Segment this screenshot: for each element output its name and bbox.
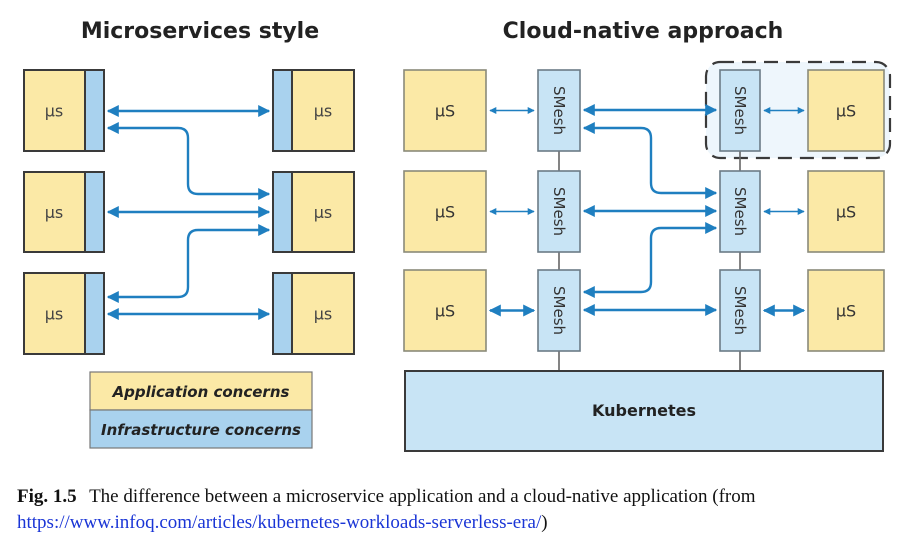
source-link[interactable]: https://www.infoq.com/articles/kubernete… xyxy=(17,512,542,533)
service-box-left xyxy=(403,170,487,253)
service-box-left xyxy=(403,269,487,352)
infrastructure-block xyxy=(84,272,105,355)
service-mesh-label: SMesh xyxy=(550,286,568,335)
service-label: μS xyxy=(435,302,455,321)
connection-arrow xyxy=(582,222,718,298)
row-3: μS SMesh SMesh μS xyxy=(403,269,885,352)
service-box-right xyxy=(807,170,885,253)
left-panel-title: Microservices style xyxy=(81,19,319,44)
mesh-connections xyxy=(582,104,718,316)
service-label: μs xyxy=(314,203,333,222)
service-mesh-label: SMesh xyxy=(731,187,749,236)
legend: Application concerns Infrastructure conc… xyxy=(89,371,313,449)
caption-suffix: ) xyxy=(541,512,548,533)
service-mesh-label: SMesh xyxy=(731,286,749,335)
service-label: μS xyxy=(836,203,856,222)
application-block xyxy=(291,69,355,152)
infrastructure-block xyxy=(272,171,293,253)
service-label: μs xyxy=(314,102,333,121)
legend-swatch-infrastructure xyxy=(89,409,313,449)
service-label: μs xyxy=(45,203,64,222)
kubernetes-block xyxy=(404,370,884,452)
service-label: μs xyxy=(45,305,64,324)
service-mesh-label: SMesh xyxy=(550,86,568,135)
figure-label: Fig. 1.5 xyxy=(17,486,77,507)
service-label: μS xyxy=(836,302,856,321)
connections xyxy=(106,105,271,320)
legend-swatch-application xyxy=(89,371,313,411)
service-box-left xyxy=(403,69,487,152)
diagram: Microservices style Cloud-native approac… xyxy=(23,19,892,452)
connection-arrow xyxy=(582,122,718,199)
legend-label-application: Application concerns xyxy=(112,383,290,401)
service-left-3: μs xyxy=(23,272,105,355)
service-mesh-label: SMesh xyxy=(550,187,568,236)
service-mesh-sidecar-left xyxy=(537,269,581,352)
infrastructure-block xyxy=(84,171,105,253)
service-mesh-sidecar-right xyxy=(719,170,761,253)
application-block xyxy=(291,171,355,253)
row-1: μS SMesh SMesh μS xyxy=(403,69,885,152)
service-mesh-sidecar-left xyxy=(537,69,581,152)
service-box-right xyxy=(807,269,885,352)
microservices-style-panel: μs μs μs μs μs μs xyxy=(23,69,355,355)
application-block xyxy=(23,171,86,253)
service-mesh-sidecar-left xyxy=(537,170,581,253)
row-2: μS SMesh SMesh μS xyxy=(403,170,885,253)
service-box-right xyxy=(807,69,885,152)
infrastructure-block xyxy=(272,69,293,152)
application-block xyxy=(291,272,355,355)
service-left-2: μs xyxy=(23,171,105,253)
service-mesh-label: SMesh xyxy=(731,86,749,135)
connection-arrow xyxy=(106,122,271,200)
service-label: μs xyxy=(45,102,64,121)
service-label: μS xyxy=(435,203,455,222)
service-right-2: μs xyxy=(272,171,355,253)
figure-caption: Fig. 1.5 The difference between a micros… xyxy=(17,484,907,536)
service-label: μS xyxy=(836,102,856,121)
kubernetes-platform: Kubernetes xyxy=(404,370,884,452)
legend-label-infrastructure: Infrastructure concerns xyxy=(101,421,301,439)
service-mesh-sidecar-right xyxy=(719,269,761,352)
service-right-3: μs xyxy=(272,272,355,355)
infrastructure-block xyxy=(84,69,105,152)
service-label: μs xyxy=(314,305,333,324)
kubernetes-label: Kubernetes xyxy=(592,401,696,420)
service-mesh-sidecar-right xyxy=(719,69,761,152)
service-left-1: μs xyxy=(23,69,105,152)
application-block xyxy=(23,69,86,152)
infrastructure-block xyxy=(272,272,293,355)
caption-text: The difference between a microservice ap… xyxy=(89,486,756,507)
service-right-1: μs xyxy=(272,69,355,152)
application-block xyxy=(23,272,86,355)
right-panel-title: Cloud-native approach xyxy=(503,19,784,44)
connection-arrow xyxy=(106,224,271,303)
service-label: μS xyxy=(435,102,455,121)
